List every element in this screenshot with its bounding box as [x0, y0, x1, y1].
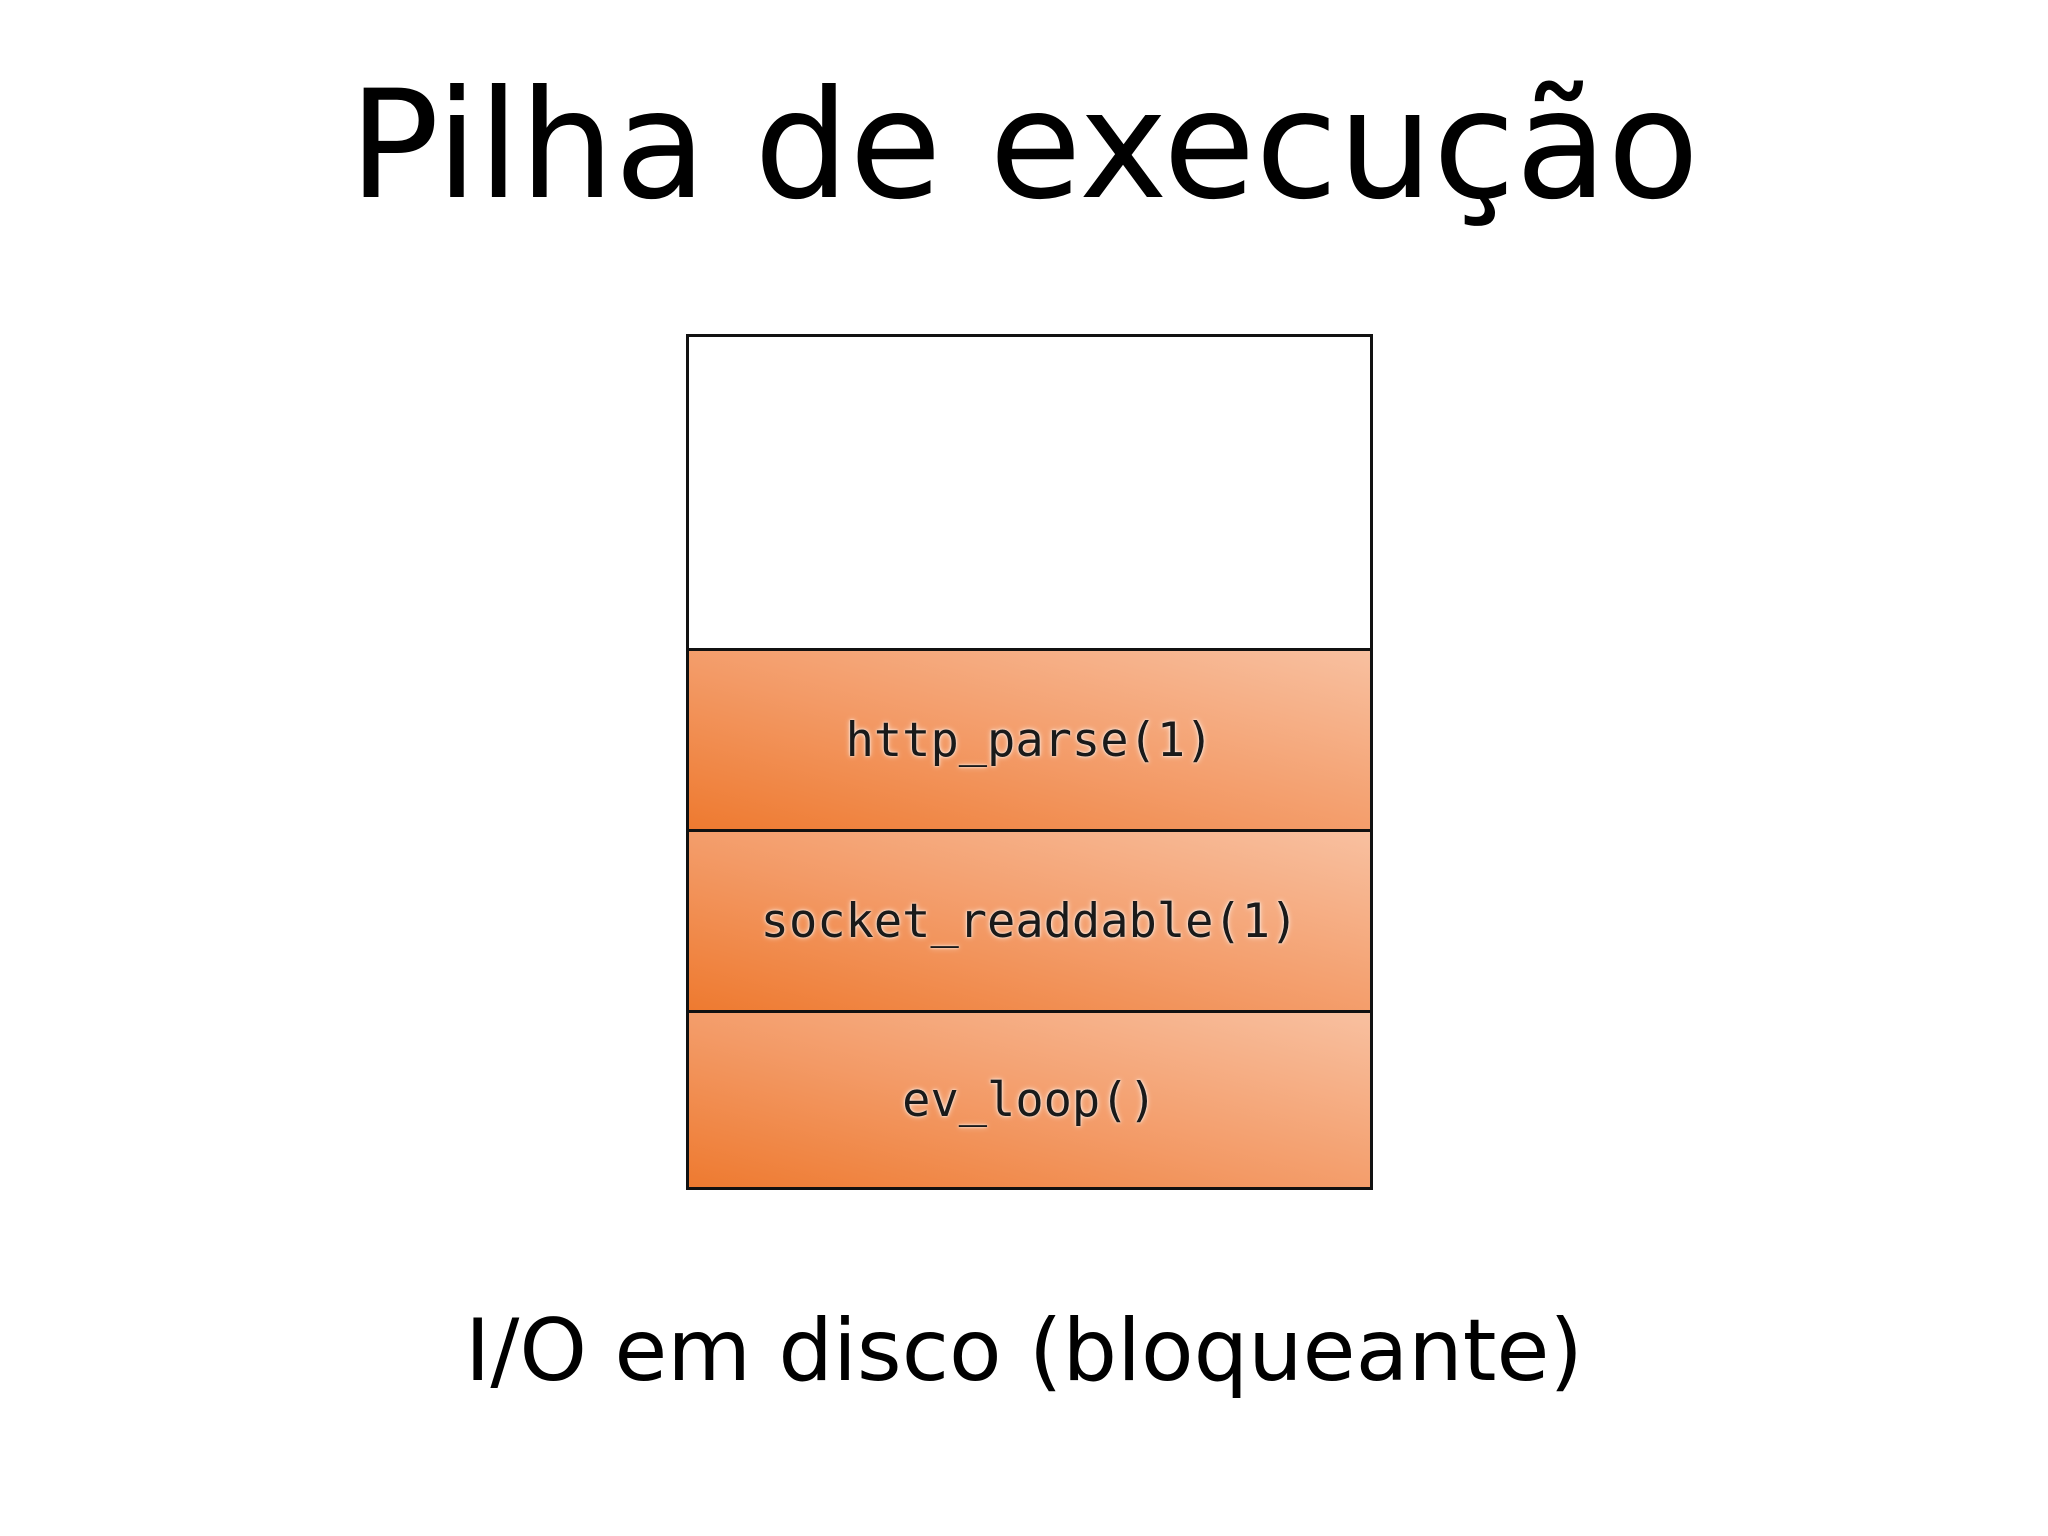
call-stack-diagram: http_parse(1) socket_readdable(1) ev_loo… [686, 334, 1373, 1190]
stack-frame-label: http_parse(1) [845, 712, 1214, 768]
slide-caption: I/O em disco (bloqueante) [465, 1301, 1583, 1401]
stack-frame-ev-loop: ev_loop() [689, 1010, 1370, 1187]
stack-empty-space [689, 337, 1370, 648]
stack-frame-http-parse: http_parse(1) [689, 648, 1370, 829]
stack-frame-socket-readdable: socket_readdable(1) [689, 829, 1370, 1010]
slide-title: Pilha de execução [348, 59, 1700, 233]
stack-frame-label: socket_readdable(1) [760, 893, 1299, 949]
stack-frame-label: ev_loop() [902, 1072, 1157, 1128]
